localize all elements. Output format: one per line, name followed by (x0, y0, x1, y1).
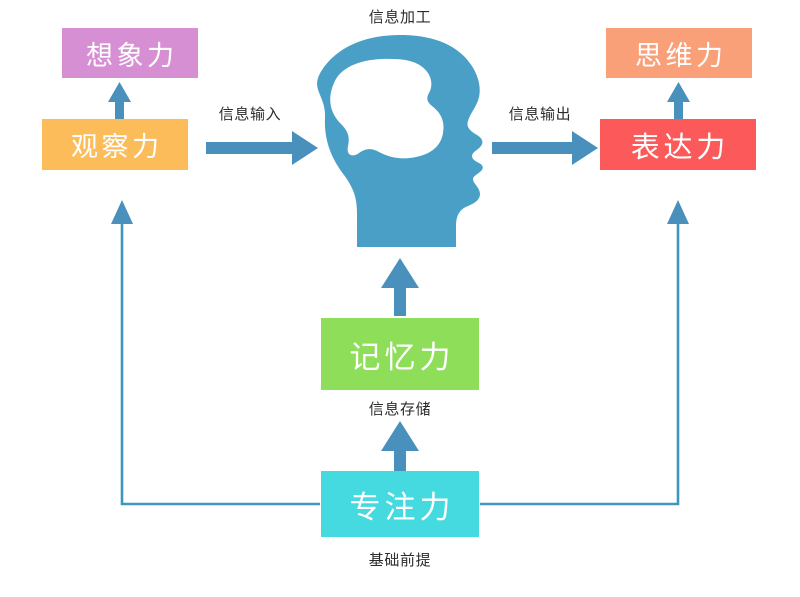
arrow-up-icon-memory-to-head (381, 258, 419, 316)
arrow-right-icon-output (492, 131, 598, 165)
node-imagination[interactable]: 想象力 (62, 28, 198, 78)
node-observation-label: 观察力 (70, 132, 163, 163)
head-brain-silhouette-icon (317, 34, 483, 247)
node-expression-label: 表达力 (630, 129, 730, 164)
node-imagination-label: 想象力 (85, 40, 178, 72)
caption-information-processing: 信息加工 (368, 8, 432, 26)
node-focus[interactable]: 专注力 (321, 471, 479, 537)
node-thinking-label: 思维力 (634, 40, 727, 72)
node-memory[interactable]: 记忆力 (321, 318, 479, 390)
connector-left (111, 200, 320, 506)
connector-right (480, 200, 689, 506)
arrow-up-icon-focus-to-memory (381, 421, 419, 471)
node-observation[interactable]: 观察力 (42, 119, 188, 170)
caption-information-output: 信息输出 (508, 105, 572, 123)
caption-information-storage: 信息存储 (368, 400, 432, 418)
node-memory-label: 记忆力 (349, 339, 455, 376)
node-thinking[interactable]: 思维力 (606, 28, 752, 78)
arrow-right-icon-input (206, 131, 318, 165)
arrow-up-icon-observation-to-imagination (108, 82, 131, 119)
caption-foundation-premise: 基础前提 (368, 551, 432, 569)
node-focus-label: 专注力 (349, 489, 455, 526)
node-expression[interactable]: 表达力 (600, 119, 756, 170)
caption-information-input: 信息输入 (218, 105, 282, 123)
arrow-up-icon-expression-to-thinking (667, 82, 690, 119)
